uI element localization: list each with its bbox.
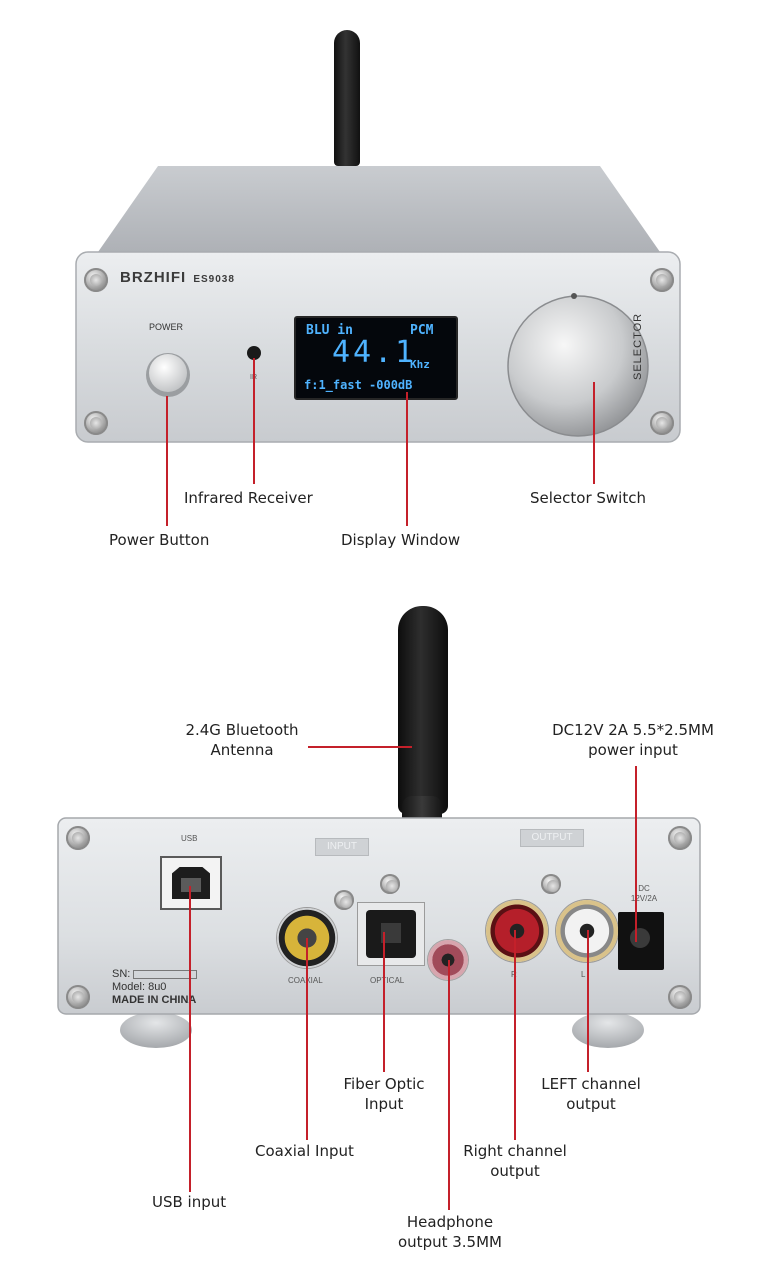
rear-screw-center-left — [334, 890, 354, 910]
output-plate: OUTPUT — [520, 829, 584, 847]
rear-screw-top-right — [668, 826, 692, 850]
callout-infrared-receiver: Infrared Receiver — [184, 489, 313, 507]
rear-screw-bottom-left — [66, 985, 90, 1009]
lead-power — [166, 396, 168, 526]
selector-label: SELECTOR — [632, 312, 644, 380]
callout-bluetooth-antenna: 2.4G Bluetooth Antenna — [184, 720, 300, 760]
callout-left-line1: LEFT channel — [541, 1075, 641, 1093]
callout-left-channel: LEFT channel output — [534, 1074, 648, 1114]
callout-headphone-line1: Headphone — [406, 1213, 494, 1231]
rear-screw-center-right — [541, 874, 561, 894]
callout-right-line2: output — [490, 1162, 540, 1180]
lead-usb — [189, 886, 191, 1192]
callout-antenna-line1: 2.4G Bluetooth — [185, 721, 299, 739]
front-screw-bottom-left — [84, 411, 108, 435]
model-line: Model: 8u0 — [112, 981, 167, 993]
display-rate-unit: Khz — [410, 358, 430, 371]
callout-right-channel: Right channel output — [456, 1141, 574, 1181]
lead-coaxial — [306, 938, 308, 1140]
usb-b-port — [160, 856, 222, 910]
display-sample-rate: 44.1 — [332, 335, 417, 370]
callout-selector-switch: Selector Switch — [530, 489, 646, 507]
lead-display — [406, 392, 408, 526]
callout-power-line1: DC12V 2A 5.5*2.5MM — [552, 721, 714, 739]
made-in-line: MADE IN CHINA — [112, 994, 197, 1006]
lead-right-channel — [514, 930, 516, 1140]
display-filter-volume: f:1_fast -000dB — [304, 378, 413, 392]
callout-antenna-line2: Antenna — [210, 741, 274, 759]
callout-power-line2: power input — [588, 741, 678, 759]
callout-usb-input: USB input — [152, 1193, 227, 1211]
sn-box — [133, 969, 198, 979]
rca-right-label: R — [511, 970, 517, 979]
lead-left-channel — [587, 930, 589, 1072]
lead-selector — [593, 382, 595, 484]
display-source: BLU in — [306, 323, 353, 338]
input-plate: INPUT — [315, 838, 369, 856]
model-badge: ES9038 — [193, 274, 235, 285]
rear-screw-bottom-right — [668, 985, 692, 1009]
power-button-label: POWER — [149, 322, 184, 332]
front-screw-bottom-right — [650, 411, 674, 435]
optical-port — [357, 902, 425, 966]
brand-logo: BRZHIFI ES9038 — [120, 269, 235, 286]
serial-block: SN: Model: 8u0 MADE IN CHINA — [112, 968, 198, 1007]
callout-headphone-line2: output 3.5MM — [398, 1233, 502, 1251]
lead-infrared — [253, 358, 255, 484]
callout-headphone-output: Headphone output 3.5MM — [390, 1212, 510, 1252]
serial-line: SN: — [112, 968, 198, 981]
callout-coaxial-input: Coaxial Input — [255, 1142, 354, 1160]
front-screw-top-right — [650, 268, 674, 292]
sn-label: SN: — [112, 968, 131, 980]
dc-power-jack — [618, 912, 664, 970]
dc-label: DC 12V/2A — [630, 884, 658, 903]
rca-left-label: L — [581, 970, 586, 979]
coaxial-label: COAXIAL — [288, 976, 323, 985]
display-format: PCM — [410, 323, 434, 338]
optical-label: OPTICAL — [370, 976, 405, 985]
usb-port-label: USB — [181, 834, 198, 843]
rear-antenna — [398, 606, 448, 814]
callout-right-line1: Right channel — [463, 1142, 567, 1160]
lead-power-input — [635, 766, 637, 942]
callout-power-button: Power Button — [109, 531, 210, 549]
rear-screw-center — [380, 874, 400, 894]
callout-power-input: DC12V 2A 5.5*2.5MM power input — [548, 720, 718, 760]
lead-headphone — [448, 960, 450, 1210]
rca-right-jack — [486, 900, 548, 962]
callout-display-window: Display Window — [341, 531, 461, 549]
callout-fiber-line1: Fiber Optic — [343, 1075, 425, 1093]
front-screw-top-left — [84, 268, 108, 292]
rear-screw-top-left — [66, 826, 90, 850]
display-window: BLU in PCM 44.1 Khz f:1_fast -000dB — [294, 316, 458, 400]
lead-fiber-optic — [383, 932, 385, 1072]
callout-fiber-line2: Input — [364, 1095, 404, 1113]
brand-text: BRZHIFI — [120, 269, 187, 286]
callout-fiber-optic: Fiber Optic Input — [334, 1074, 434, 1114]
front-antenna — [334, 30, 360, 166]
callout-left-line2: output — [566, 1095, 616, 1113]
lead-antenna — [308, 746, 412, 748]
